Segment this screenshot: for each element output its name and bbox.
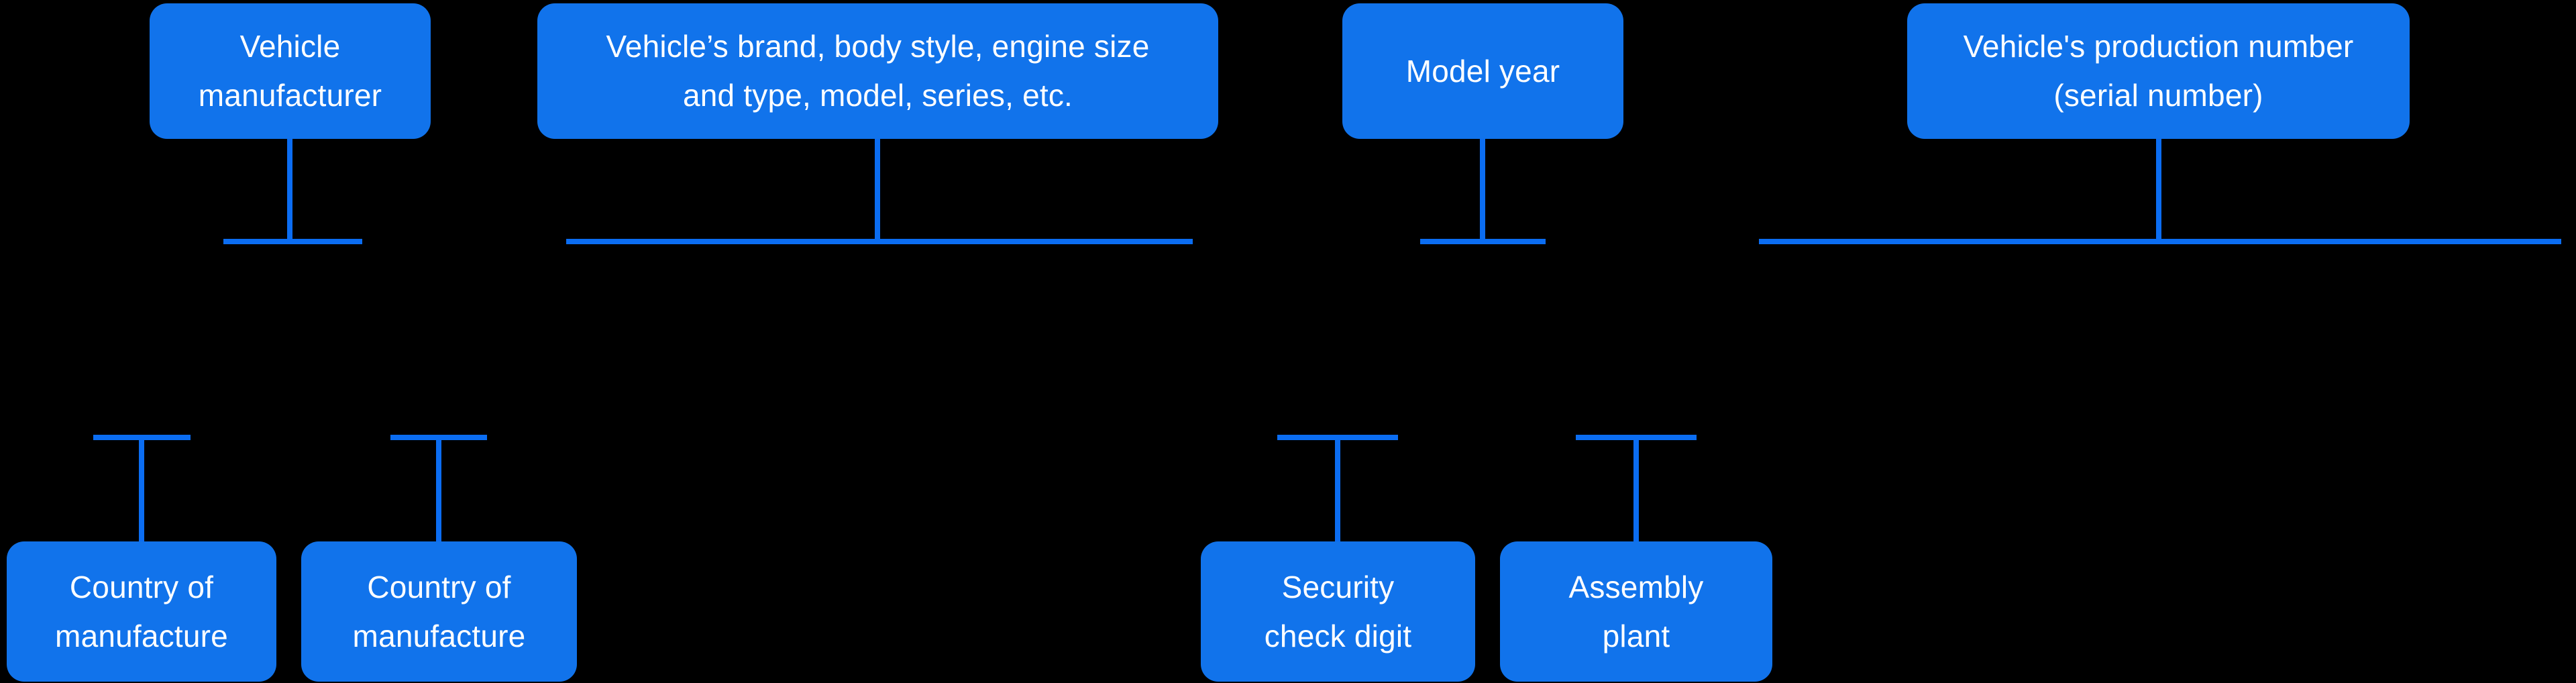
connector-stem-vehicle-descriptor [875,139,880,239]
label-text-country-of-manufacture-2: Country of manufacture [352,569,526,653]
label-box-production-number: Vehicle's production number (serial numb… [1907,3,2410,139]
label-box-security-check-digit: Security check digit [1201,541,1475,682]
connector-bar-production-number [1759,239,2561,244]
label-text-vehicle-manufacturer: Vehicle manufacturer [198,29,382,113]
label-text-model-year: Model year [1405,53,1560,89]
connector-bar-vehicle-descriptor [566,239,1193,244]
connector-stem-security-check-digit [1335,435,1340,541]
label-box-vehicle-manufacturer: Vehicle manufacturer [150,3,431,139]
label-box-vehicle-descriptor: Vehicle’s brand, body style, engine size… [537,3,1218,139]
label-text-vehicle-descriptor: Vehicle’s brand, body style, engine size… [606,29,1150,113]
label-text-security-check-digit: Security check digit [1264,569,1412,653]
label-text-country-of-manufacture-1: Country of manufacture [55,569,228,653]
connector-stem-production-number [2156,139,2161,239]
label-box-country-of-manufacture-2: Country of manufacture [301,541,577,682]
label-box-country-of-manufacture-1: Country of manufacture [7,541,276,682]
connector-stem-country-of-manufacture-2 [436,435,441,541]
label-text-assembly-plant: Assembly plant [1568,569,1704,653]
label-box-model-year: Model year [1342,3,1623,139]
connector-bar-vehicle-manufacturer [223,239,362,244]
connector-stem-assembly-plant [1633,435,1639,541]
connector-stem-model-year [1480,139,1485,239]
connector-bar-model-year [1420,239,1546,244]
connector-stem-country-of-manufacture-1 [139,435,144,541]
label-box-assembly-plant: Assembly plant [1500,541,1772,682]
label-text-production-number: Vehicle's production number (serial numb… [1963,29,2354,113]
connector-stem-vehicle-manufacturer [287,139,292,239]
